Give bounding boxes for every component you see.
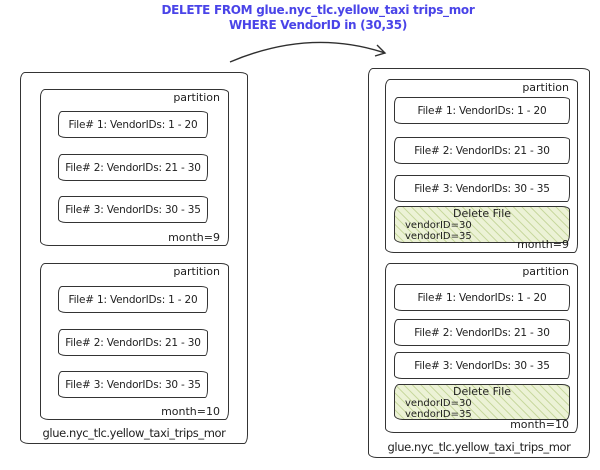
file-box: File# 2: VendorIDs: 21 - 30 xyxy=(394,319,570,346)
curved-arrow-icon xyxy=(229,41,387,63)
file-box: File# 1: VendorIDs: 1 - 20 xyxy=(394,97,570,124)
delete-file-title: Delete File xyxy=(452,385,512,398)
partition-month-label: month=9 xyxy=(517,238,569,251)
file-box: File# 1: VendorIDs: 1 - 20 xyxy=(394,284,570,311)
source-table-box: partition File# 1: VendorIDs: 1 - 20 Fil… xyxy=(20,72,248,444)
partition-box: partition File# 1: VendorIDs: 1 - 20 Fil… xyxy=(40,263,229,420)
file-box: File# 3: VendorIDs: 30 - 35 xyxy=(58,196,208,223)
partition-month-label: month=9 xyxy=(168,231,220,244)
delete-file-title: Delete File xyxy=(452,207,512,220)
file-box: File# 2: VendorIDs: 21 - 30 xyxy=(58,154,208,181)
file-box: File# 3: VendorIDs: 30 - 35 xyxy=(394,352,570,379)
sql-query-line-2: WHERE VendorID in (30,35) xyxy=(228,18,408,32)
file-box: File# 1: VendorIDs: 1 - 20 xyxy=(58,111,208,138)
table-name-label: glue.nyc_tlc.yellow_taxi_trips_mor xyxy=(42,426,226,440)
partition-month-label: month=10 xyxy=(161,405,220,418)
file-box: File# 3: VendorIDs: 30 - 35 xyxy=(58,371,208,398)
partition-month-label: month=10 xyxy=(510,418,569,431)
delete-file-box: Delete File vendorID=30 vendorID=35 xyxy=(394,384,570,420)
file-box: File# 2: VendorIDs: 21 - 30 xyxy=(58,329,208,356)
partition-label: partition xyxy=(173,91,220,104)
partition-box: partition File# 1: VendorIDs: 1 - 20 Fil… xyxy=(385,79,578,253)
delete-file-box: Delete File vendorID=30 vendorID=35 xyxy=(394,206,570,243)
partition-box: partition File# 1: VendorIDs: 1 - 20 Fil… xyxy=(385,263,578,433)
result-table-box: partition File# 1: VendorIDs: 1 - 20 Fil… xyxy=(368,68,590,458)
file-box: File# 2: VendorIDs: 21 - 30 xyxy=(394,137,570,164)
file-box: File# 3: VendorIDs: 30 - 35 xyxy=(394,175,570,202)
delete-file-row: vendorID=30 xyxy=(405,219,472,231)
partition-label: partition xyxy=(522,265,569,278)
delete-file-row: vendorID=35 xyxy=(405,231,472,242)
delete-file-row: vendorID=35 xyxy=(405,409,472,420)
sql-query-line-1: DELETE FROM glue.nyc_tlc.yellow_taxi tri… xyxy=(161,3,475,17)
table-name-label: glue.nyc_tlc.yellow_taxi_trips_mor xyxy=(387,440,571,454)
partition-label: partition xyxy=(173,265,220,278)
partition-box: partition File# 1: VendorIDs: 1 - 20 Fil… xyxy=(40,89,229,246)
partition-label: partition xyxy=(522,81,569,94)
file-box: File# 1: VendorIDs: 1 - 20 xyxy=(58,286,208,313)
sql-query: DELETE FROM glue.nyc_tlc.yellow_taxi tri… xyxy=(0,3,600,33)
delete-file-row: vendorID=30 xyxy=(405,397,472,409)
